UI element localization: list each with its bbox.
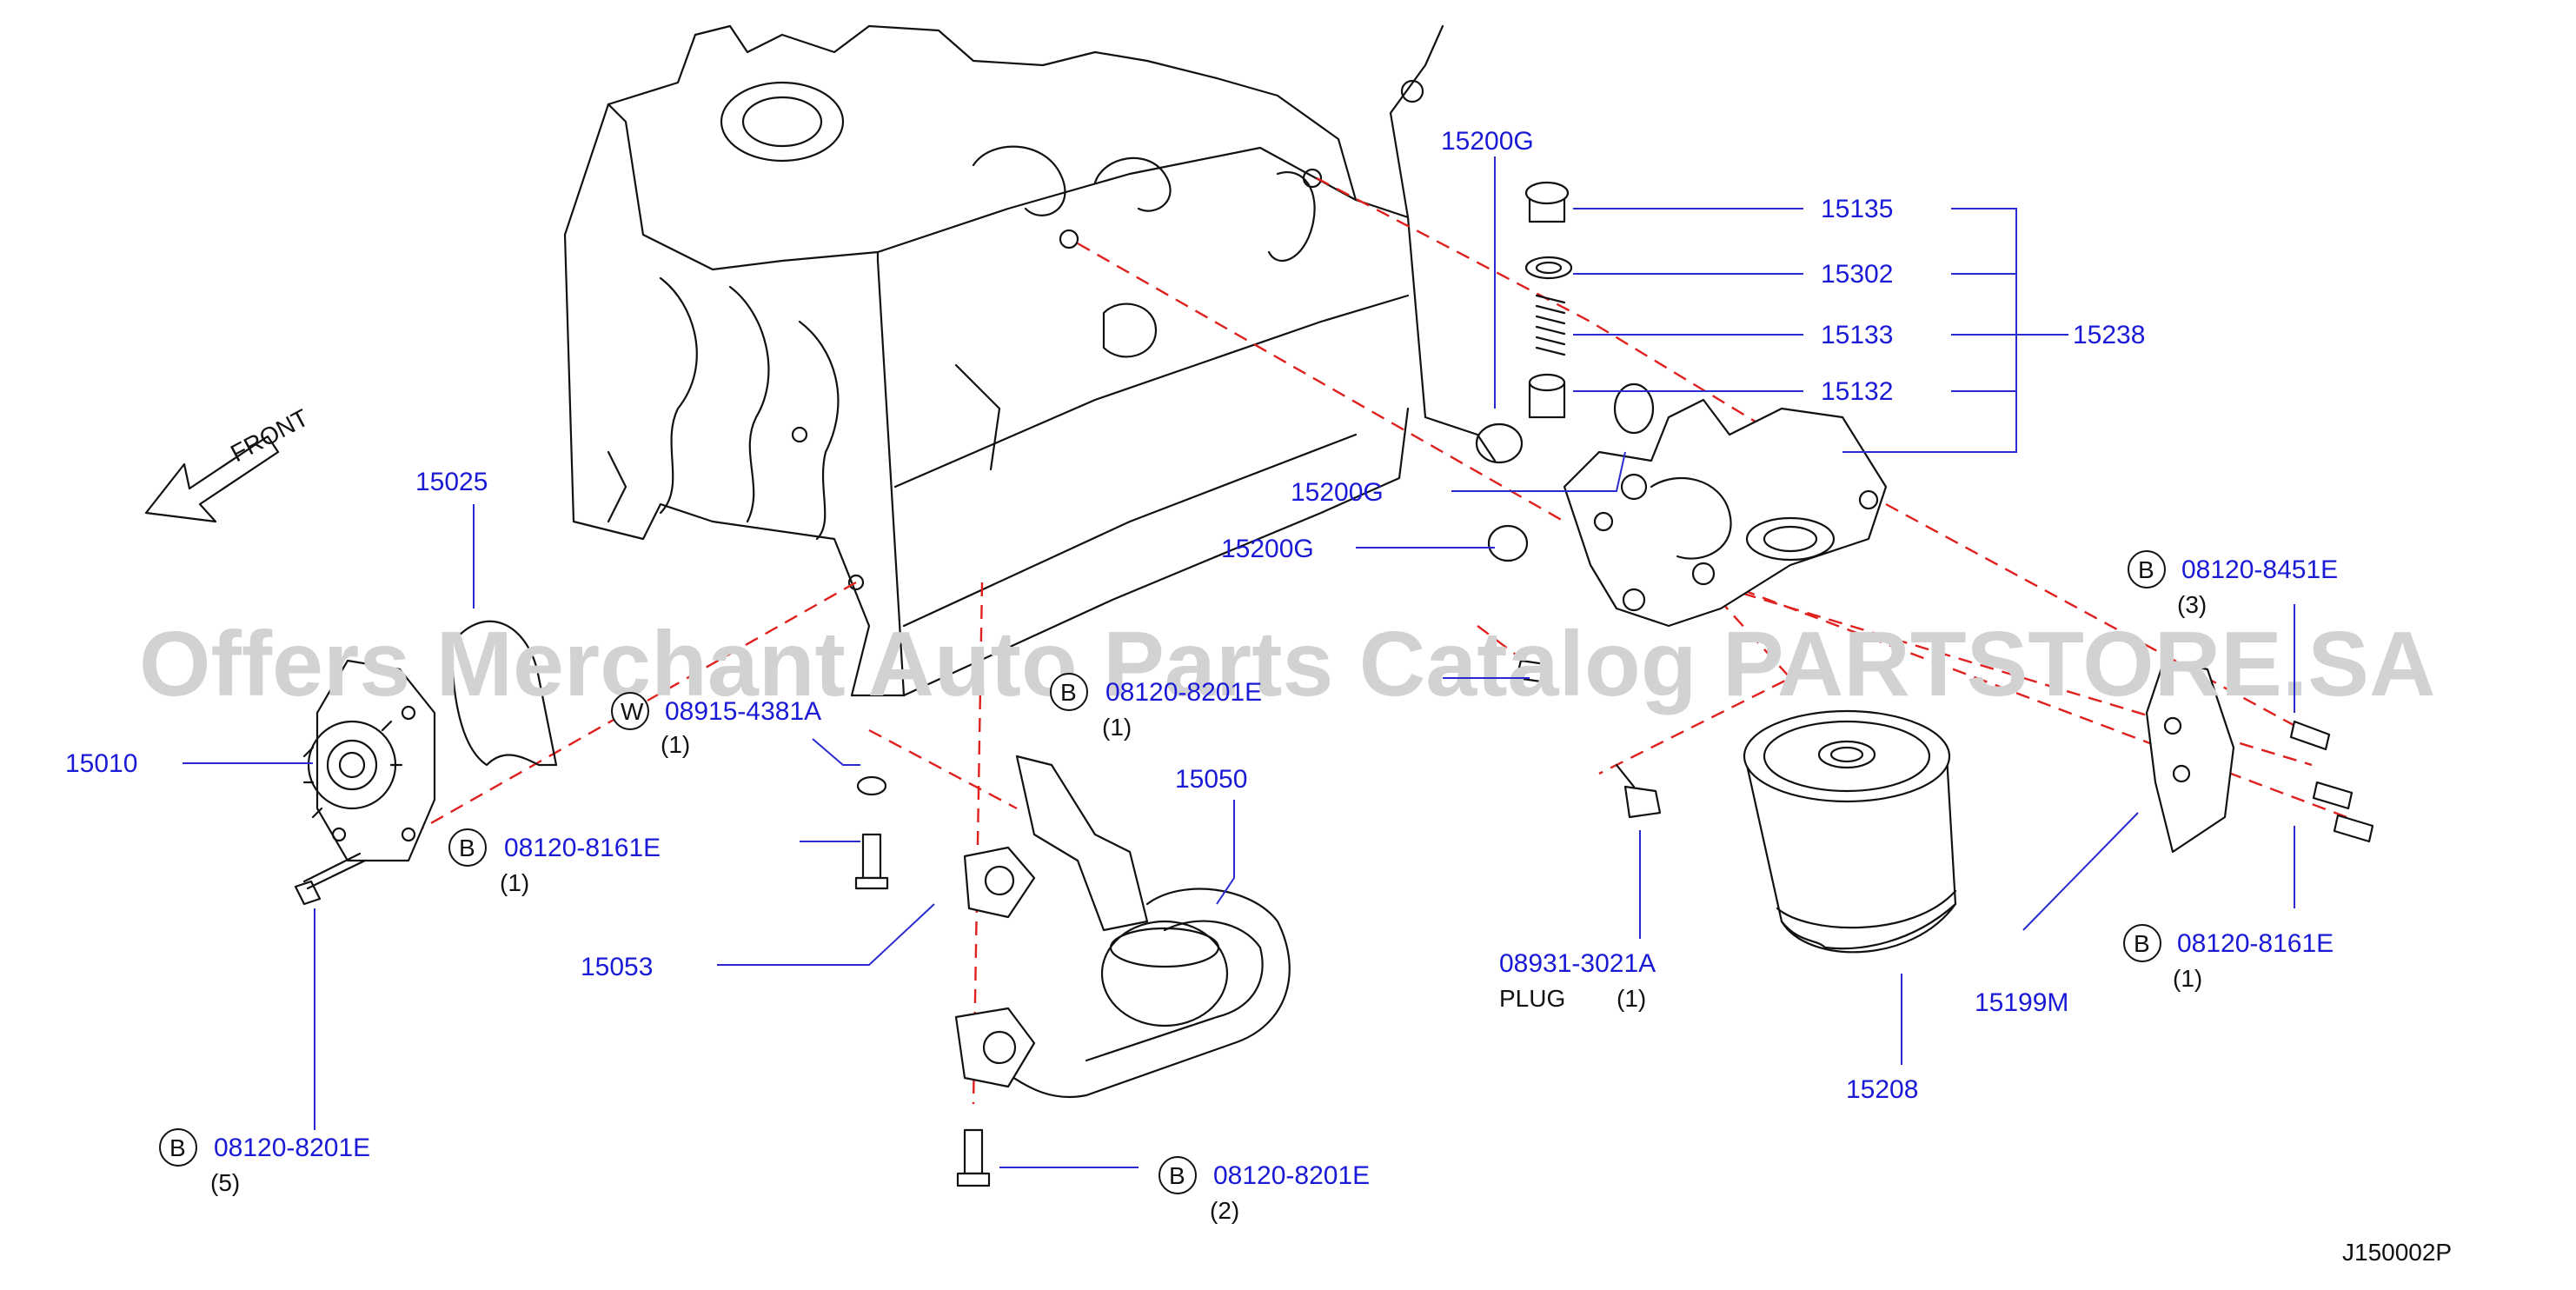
callout-prefix: B — [2134, 930, 2150, 957]
strainer-gasket-hole — [984, 865, 1015, 896]
callout-prefix: B — [169, 1134, 186, 1161]
part-15208[interactable]: 15208 — [1846, 1075, 1918, 1104]
plug-qty: (1) — [1617, 985, 1646, 1012]
callout-badge — [448, 828, 487, 867]
oil-pump-drawing — [302, 659, 436, 862]
part-15200g-low[interactable]: 15200G — [1221, 535, 1314, 563]
callout-plug[interactable]: 08931-3021A PLUG (1) — [1499, 949, 1656, 1012]
callout-part[interactable]: 08120-8201E — [1105, 678, 1262, 707]
part-15050[interactable]: 15050 — [1175, 765, 1247, 794]
callout-badge — [159, 1128, 197, 1167]
callout-badge — [1050, 673, 1088, 711]
part-15200g-top[interactable]: 15200G — [1441, 127, 1534, 156]
callout-badge — [611, 692, 649, 730]
pump-bolt-drawing — [294, 852, 367, 906]
callout-badge — [2123, 924, 2161, 962]
diagram-code: J150002P — [2342, 1239, 2452, 1266]
callout-qty: (1) — [2173, 965, 2202, 992]
part-15200g-mid[interactable]: 15200G — [1291, 478, 1384, 507]
callout-prefix: B — [459, 835, 475, 861]
callout-bolt-bracket-top[interactable]: B 08120-8451E (3) — [2128, 550, 2338, 618]
oring-low-drawing — [1487, 524, 1529, 562]
watermark: Offers Merchant Auto Parts Catalog PARTS… — [139, 613, 2436, 715]
part-15199m[interactable]: 15199M — [1975, 988, 2068, 1017]
oil-pump-gasket-drawing — [450, 620, 558, 767]
oring-top-drawing — [1475, 422, 1524, 464]
plug-part[interactable]: 08931-3021A — [1499, 949, 1656, 978]
filter-bracket-plate-drawing — [2145, 659, 2235, 854]
callout-part[interactable]: 08120-8161E — [2177, 929, 2334, 958]
callout-bolt-strainer-top[interactable]: B 08120-8201E (1) — [1050, 673, 1262, 741]
strainer-gasket-drawing — [963, 846, 1036, 919]
strainer-bolt-drawing — [854, 833, 889, 890]
leader-lines — [183, 156, 2295, 1168]
oil-strainer-drawing — [954, 755, 1291, 1098]
callout-qty: (5) — [210, 1169, 240, 1196]
part-15025[interactable]: 15025 — [415, 468, 488, 496]
right-bolts-drawing — [2289, 720, 2374, 843]
callout-prefix: B — [1169, 1162, 1185, 1189]
callout-washer[interactable]: W 08915-4381A (1) — [611, 692, 821, 758]
callout-qty: (1) — [1102, 714, 1132, 741]
plug-name: PLUG — [1499, 985, 1565, 1012]
callout-bolt-bracket-bottom[interactable]: B 08120-8161E (1) — [2123, 924, 2334, 992]
callout-bolt-strainer-bottom[interactable]: B 08120-8201E (2) — [1159, 1156, 1370, 1224]
callout-badge — [2128, 550, 2166, 588]
part-15135[interactable]: 15135 — [1821, 195, 1893, 223]
part-15302[interactable]: 15302 — [1821, 260, 1893, 289]
callout-qty: (2) — [1210, 1197, 1239, 1224]
callout-part[interactable]: 08120-8201E — [1213, 1161, 1370, 1190]
callout-prefix: W — [621, 698, 644, 725]
bracket-bolt-drawing — [1515, 659, 1553, 684]
relief-valve-drawing — [1524, 181, 1573, 419]
front-arrow: FRONT — [144, 404, 313, 523]
callout-qty: (1) — [500, 869, 529, 896]
callout-part[interactable]: 08120-8201E — [214, 1134, 370, 1162]
part-15132[interactable]: 15132 — [1821, 377, 1893, 406]
part-15133[interactable]: 15133 — [1821, 321, 1893, 349]
part-15053[interactable]: 15053 — [581, 953, 653, 981]
engine-block-drawing — [563, 24, 1497, 697]
strainer-bottom-bolt-drawing — [956, 1128, 991, 1187]
filter-bracket-drawing — [1563, 398, 1888, 628]
callout-bolt-pump-right[interactable]: B 08120-8161E (1) — [448, 828, 661, 896]
drain-plug-drawing — [1615, 763, 1662, 819]
washer-drawing — [856, 775, 887, 796]
callout-badge — [1159, 1156, 1197, 1194]
oil-filter-drawing — [1743, 709, 1957, 954]
callout-bolt-pump-bottom[interactable]: B 08120-8201E (5) — [159, 1128, 370, 1196]
callout-part[interactable]: 08915-4381A — [665, 697, 821, 726]
callout-prefix: B — [2138, 556, 2154, 583]
part-15010[interactable]: 15010 — [65, 749, 137, 778]
callout-part[interactable]: 08120-8161E — [504, 834, 661, 862]
callout-prefix: B — [1060, 679, 1077, 706]
callout-qty: (1) — [661, 731, 690, 758]
callout-qty: (3) — [2177, 591, 2207, 618]
part-15238[interactable]: 15238 — [2073, 321, 2145, 349]
callout-part[interactable]: 08120-8451E — [2181, 555, 2338, 584]
oring-mid-drawing — [1613, 382, 1655, 435]
